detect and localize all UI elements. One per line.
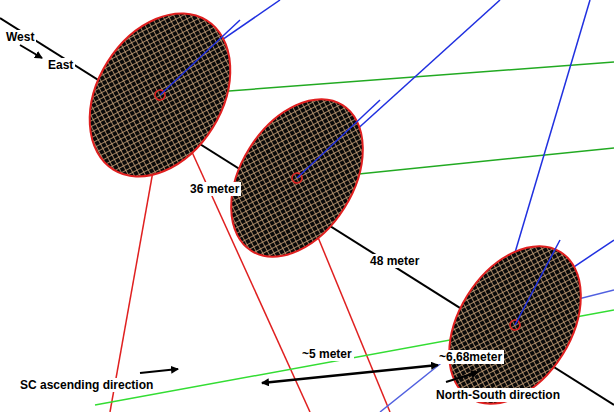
dimension-label: ~5 meter [300, 347, 354, 361]
dimension-label: West [4, 30, 36, 44]
dimension-label: ~6,68meter [437, 350, 504, 364]
dimension-label: SC ascending direction [18, 378, 155, 392]
dimension-label: East [46, 58, 75, 72]
dimension-label: 48 meter [368, 254, 421, 268]
dimension-label: 36 meter [188, 182, 241, 196]
dimension-label: North-South direction [434, 388, 562, 402]
